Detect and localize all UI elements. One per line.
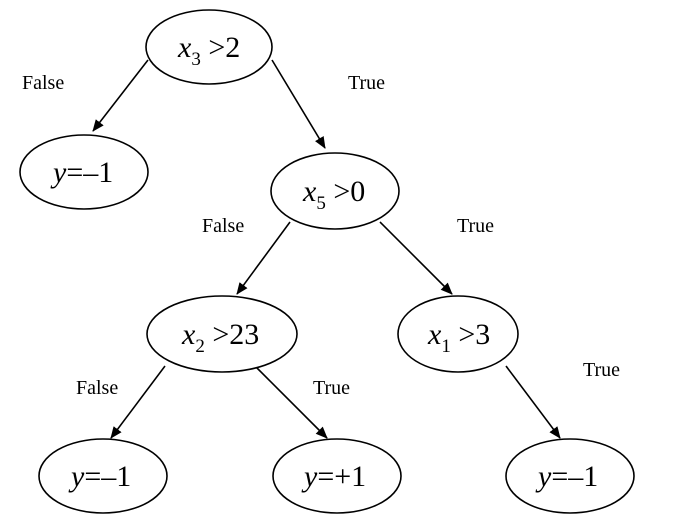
node-x5-rest: >0 xyxy=(326,175,365,208)
node-x1-sub: 1 xyxy=(441,336,451,357)
edge-label-x5-true: True xyxy=(457,215,494,237)
node-leaf-a-var: y xyxy=(68,460,85,493)
edge-x5-to-x1 xyxy=(379,221,453,295)
edge-x1-to-leafC xyxy=(505,365,561,439)
node-leaf-b-var: y xyxy=(301,460,318,493)
svg-text:x3 >2: x3 >2 xyxy=(177,31,240,70)
node-leaf-c-var: y xyxy=(535,460,552,493)
node-root: x3 >2 xyxy=(145,9,273,85)
node-x2: x2 >23 xyxy=(146,295,298,373)
svg-text:y=–1: y=–1 xyxy=(535,460,598,493)
node-x5: x5 >0 xyxy=(270,152,400,230)
node-x1: x1 >3 xyxy=(397,295,519,373)
svg-text:y=–1: y=–1 xyxy=(50,156,113,189)
node-x5-var: x xyxy=(302,175,317,208)
svg-text:x2 >23: x2 >23 xyxy=(181,318,259,357)
edge-x5-to-x2 xyxy=(236,221,291,295)
edge-label-x2-false: False xyxy=(76,377,118,399)
node-leaf-b: y=+1 xyxy=(272,438,402,514)
edge-label-x2-true: True xyxy=(313,377,350,399)
edge-label-x1-true: True xyxy=(583,359,620,381)
node-leaf-left-var: y xyxy=(50,156,67,189)
svg-text:y=+1: y=+1 xyxy=(301,460,366,493)
node-root-var: x xyxy=(177,31,192,64)
node-root-rest: >2 xyxy=(201,31,240,64)
node-root-sub: 3 xyxy=(191,49,201,70)
node-x2-sub: 2 xyxy=(195,336,205,357)
edge-root-to-right xyxy=(271,59,326,149)
edge-x2-to-leafA xyxy=(110,365,166,439)
node-leaf-b-rest: =+1 xyxy=(317,460,366,493)
svg-text:x5 >0: x5 >0 xyxy=(302,175,365,214)
node-leaf-left: y=–1 xyxy=(19,134,149,210)
node-leaf-c-rest: =–1 xyxy=(551,460,598,493)
node-leaf-c: y=–1 xyxy=(505,438,635,514)
edge-x2-to-leafB xyxy=(254,365,328,439)
edge-label-x5-false: False xyxy=(202,215,244,237)
edge-root-to-left xyxy=(92,59,149,132)
node-x1-var: x xyxy=(427,318,442,351)
edge-label-root-false: False xyxy=(22,72,64,94)
svg-text:y=–1: y=–1 xyxy=(68,460,131,493)
node-x1-rest: >3 xyxy=(451,318,490,351)
node-leaf-a-rest: =–1 xyxy=(84,460,131,493)
node-leaf-a: y=–1 xyxy=(38,438,168,514)
node-leaf-left-rest: =–1 xyxy=(66,156,113,189)
node-x2-rest: >23 xyxy=(205,318,259,351)
node-x5-sub: 5 xyxy=(316,193,326,214)
svg-text:x1 >3: x1 >3 xyxy=(427,318,490,357)
edge-label-root-true: True xyxy=(348,72,385,94)
node-x2-var: x xyxy=(181,318,196,351)
